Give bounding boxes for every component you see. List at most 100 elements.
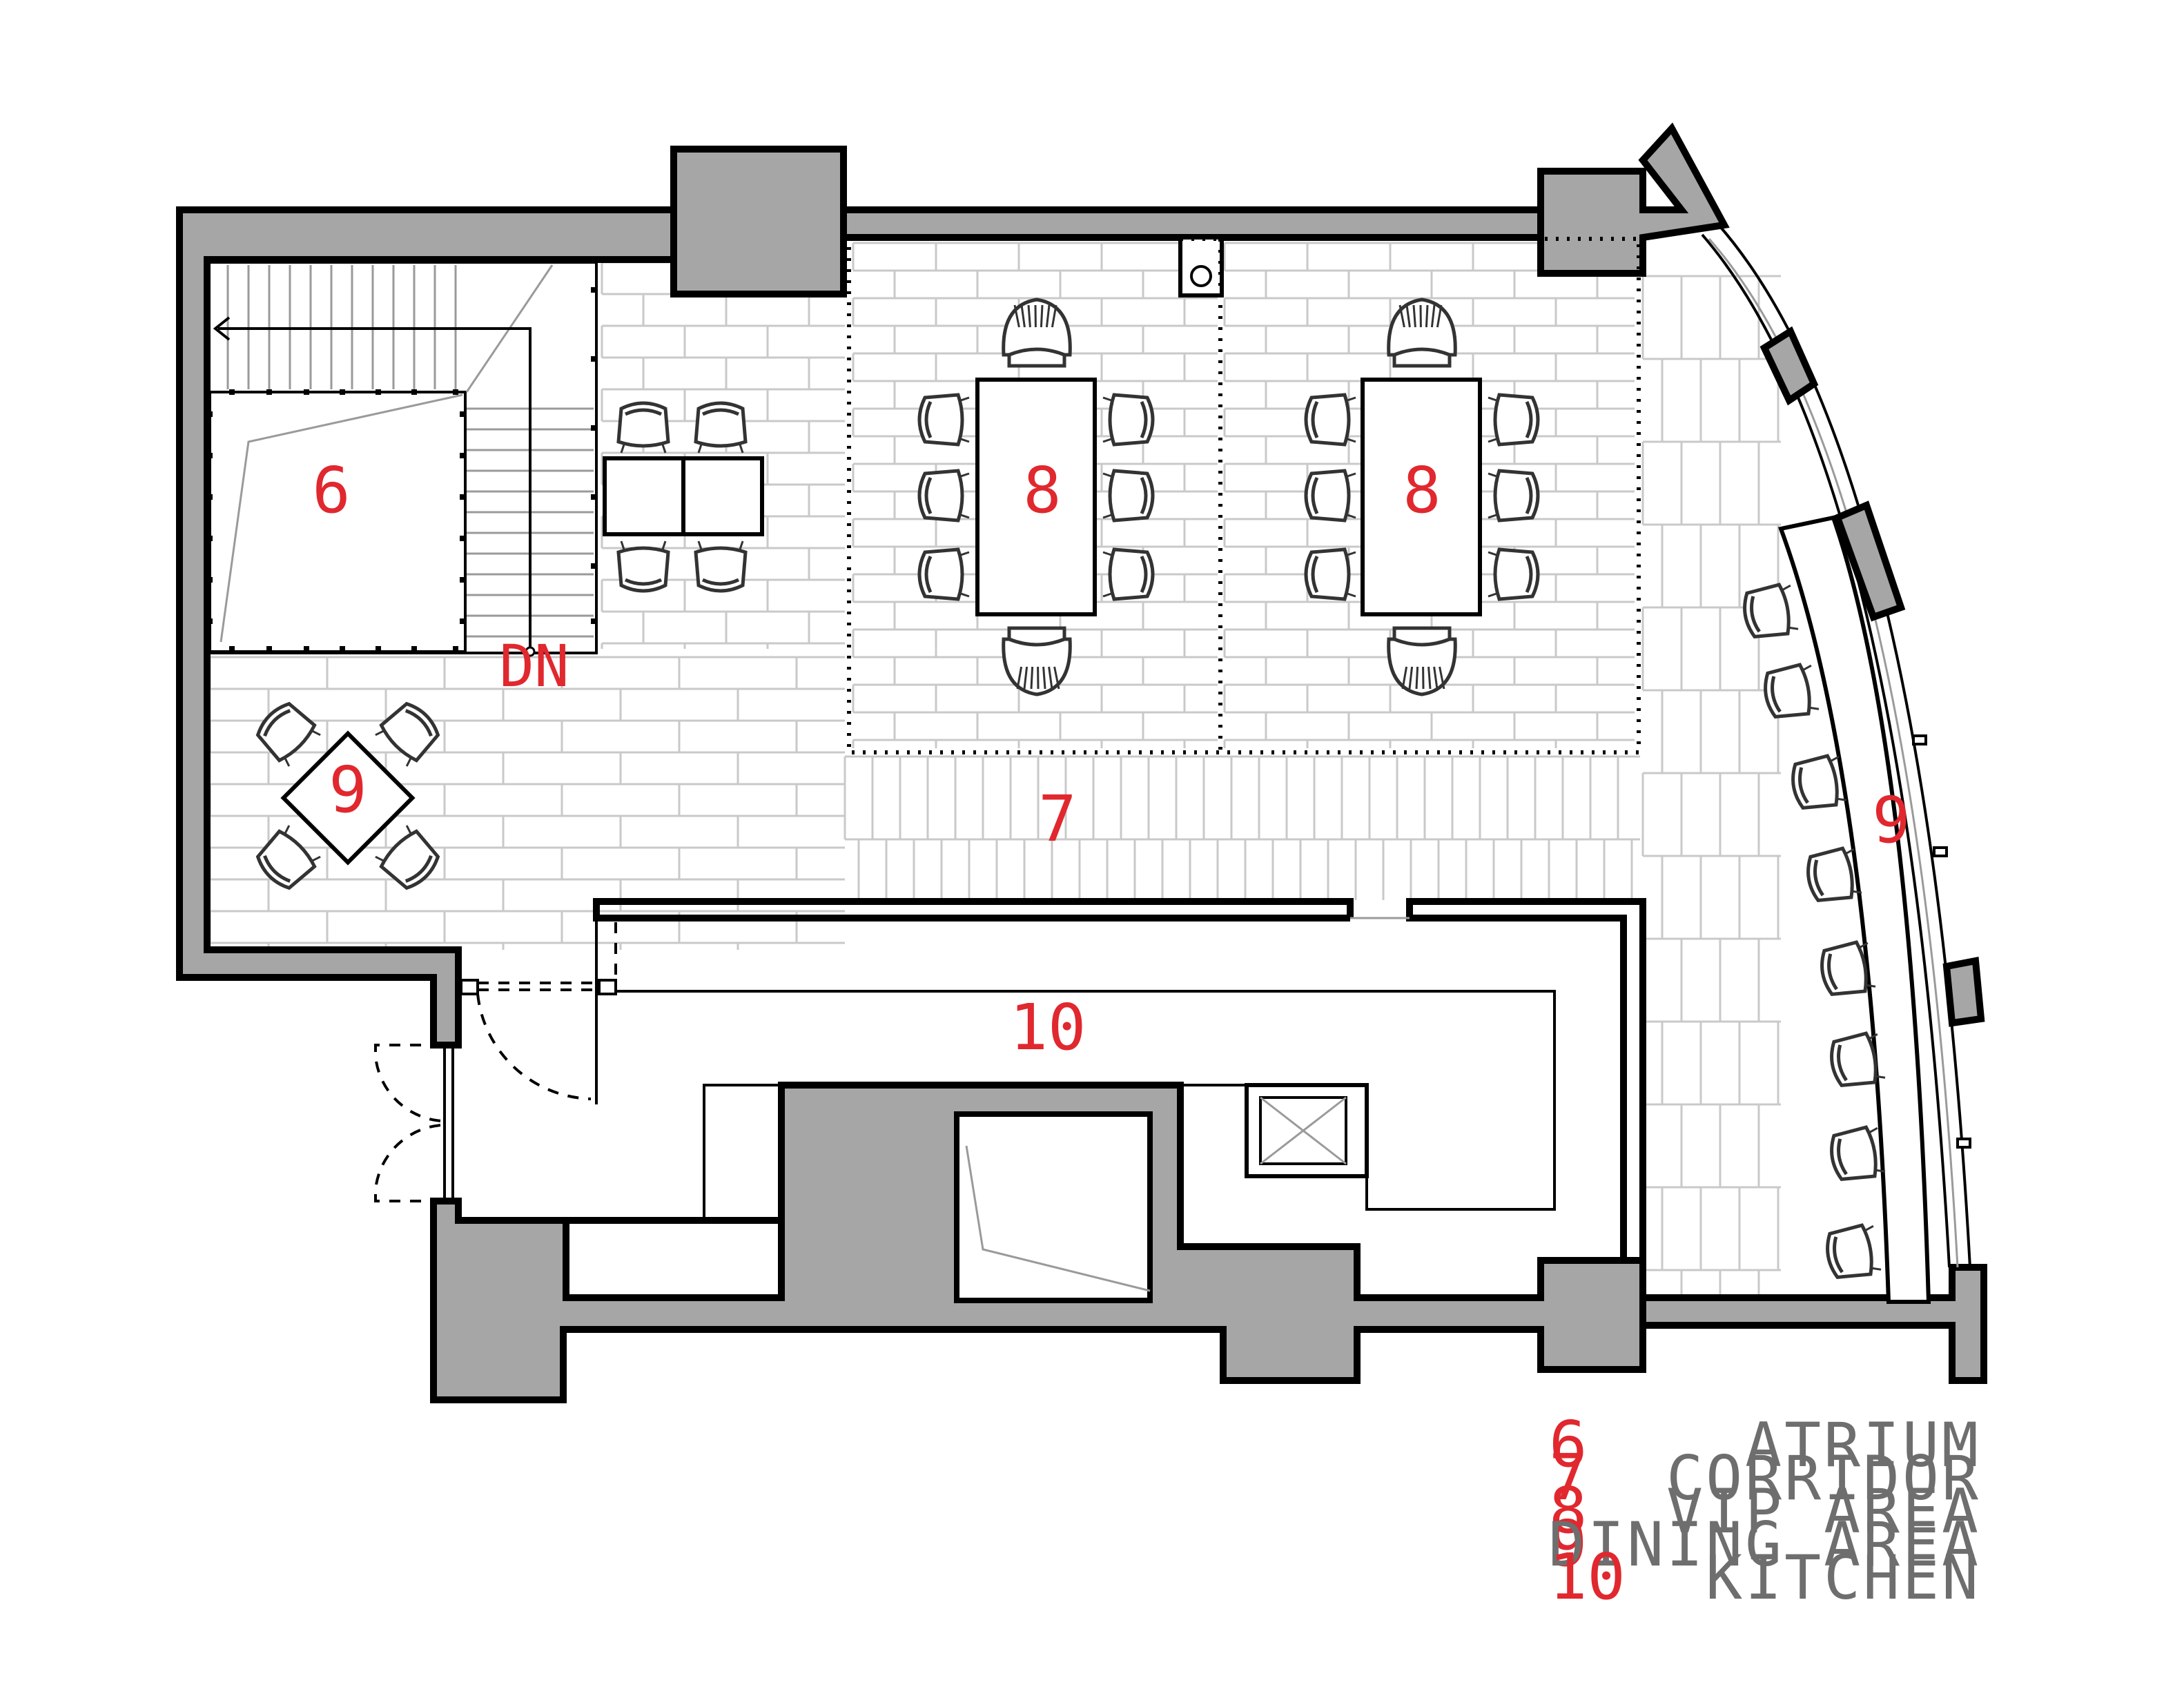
rail-post: [207, 453, 213, 458]
corridor-chair: [694, 401, 748, 454]
room-label-corridor: 7: [1038, 782, 1076, 856]
stair-label-dn: DN: [499, 632, 569, 700]
kitchen: [458, 898, 1646, 1264]
rail-post: [207, 618, 213, 624]
stair-rail-posts: [207, 287, 596, 652]
rail-post: [591, 494, 596, 500]
legend-name: KITCHEN: [1706, 1542, 1981, 1613]
wall-top: [840, 206, 1544, 241]
vip-rooms: [847, 237, 1641, 754]
rail-post: [207, 536, 213, 541]
rail-post: [376, 389, 381, 395]
vip-chair: [917, 469, 970, 523]
vip-armchair: [1002, 298, 1072, 368]
vip-chair: [1304, 393, 1356, 447]
room-label-vip-right: 8: [1403, 454, 1441, 527]
banquette-chair: [1826, 1223, 1882, 1279]
room-label-atrium: 6: [312, 454, 350, 527]
wall-bottom-right: [1639, 1264, 1987, 1384]
banquette-chair: [1830, 1031, 1886, 1087]
vip-armchair: [1387, 298, 1457, 368]
vip-chair: [1488, 547, 1540, 601]
rail-post: [411, 646, 417, 652]
legend-name: DINING AREA: [1548, 1509, 1981, 1580]
tiles-corridor: [844, 755, 1640, 900]
room-label-vip-left: 8: [1023, 454, 1061, 527]
mullion-4: [1912, 734, 1927, 745]
atrium-void: [208, 391, 467, 653]
vip-armchair: [1387, 626, 1457, 696]
rail-post: [229, 646, 235, 652]
table-corridor-a: [603, 456, 685, 536]
stair-arrow-head: [213, 316, 231, 341]
rail-post: [207, 494, 213, 500]
dining-chair: [375, 825, 440, 890]
vip-chair: [1488, 469, 1540, 523]
vip-chair: [1102, 393, 1155, 447]
vip-chair: [1304, 547, 1356, 601]
tiles-dining-right: [1641, 275, 1781, 1298]
shaft-void-line: [965, 1145, 1151, 1292]
mullion-6: [1956, 1138, 1971, 1149]
banquette-chair: [1830, 1125, 1886, 1181]
vip-chair: [1102, 547, 1155, 601]
banquette-chair: [1820, 940, 1876, 996]
rail-post: [460, 577, 465, 583]
dining-chair: [375, 701, 440, 767]
rail-post: [266, 646, 272, 652]
rail-post: [340, 389, 345, 395]
banquette-chair: [1791, 754, 1847, 810]
legend-name: VIP AREA: [1666, 1476, 1981, 1547]
mullion-1: [1759, 326, 1819, 406]
rail-post: [453, 646, 458, 652]
legend-row: 6 ATRIUM: [1549, 1407, 1981, 1481]
door-post: [460, 979, 479, 995]
entrance-door-swing-top: [374, 1044, 442, 1122]
rail-post: [340, 646, 345, 652]
kitchen-fridge: [1245, 1083, 1369, 1178]
banquette-chair: [1743, 583, 1799, 638]
stair-direction-arrow: [218, 327, 532, 649]
kitchen-door-swing: [476, 993, 592, 1100]
tables: [280, 378, 1482, 866]
rail-post: [591, 563, 596, 569]
corridor-chair: [694, 540, 748, 593]
atrium-stair: [206, 261, 598, 657]
banquette-chair: [1806, 846, 1862, 902]
banquette-chair: [1764, 663, 1820, 719]
legend-number: 9: [1549, 1507, 1587, 1581]
table-vip-right: [1361, 378, 1482, 616]
banquette: [1777, 515, 1931, 1304]
atrium-void-line: [220, 393, 463, 643]
entrance-doors: [374, 1044, 454, 1202]
mullion-2: [1833, 500, 1906, 622]
rail-post: [591, 356, 596, 362]
corridor-chair: [616, 540, 670, 593]
legend-name: ATRIUM: [1745, 1410, 1981, 1481]
kitchen-fridge-inner: [1259, 1096, 1347, 1165]
room-labels: 6 8 8 9 7 9 10 DN: [312, 454, 1910, 1064]
rail-post: [460, 411, 465, 417]
curved-facade: [1701, 233, 1951, 1268]
banquette-seat: [1777, 515, 1931, 1304]
vip-armchair: [1002, 626, 1072, 696]
walls: [176, 122, 1987, 1403]
rail-post: [591, 425, 596, 431]
rail-post: [207, 577, 213, 583]
rail-post: [207, 411, 213, 417]
vip-chair: [917, 547, 970, 601]
room-label-kitchen: 10: [1010, 991, 1086, 1064]
room-label-dining-right: 9: [1872, 783, 1910, 857]
rail-post: [591, 287, 596, 293]
legend-number: 6: [1549, 1407, 1587, 1481]
table-vip-left: [975, 378, 1097, 616]
mullion-3: [1942, 957, 1985, 1027]
table-dining-diamond: [280, 730, 416, 866]
rail-post: [376, 646, 381, 652]
legend-name: CORRIDOR: [1666, 1443, 1981, 1514]
